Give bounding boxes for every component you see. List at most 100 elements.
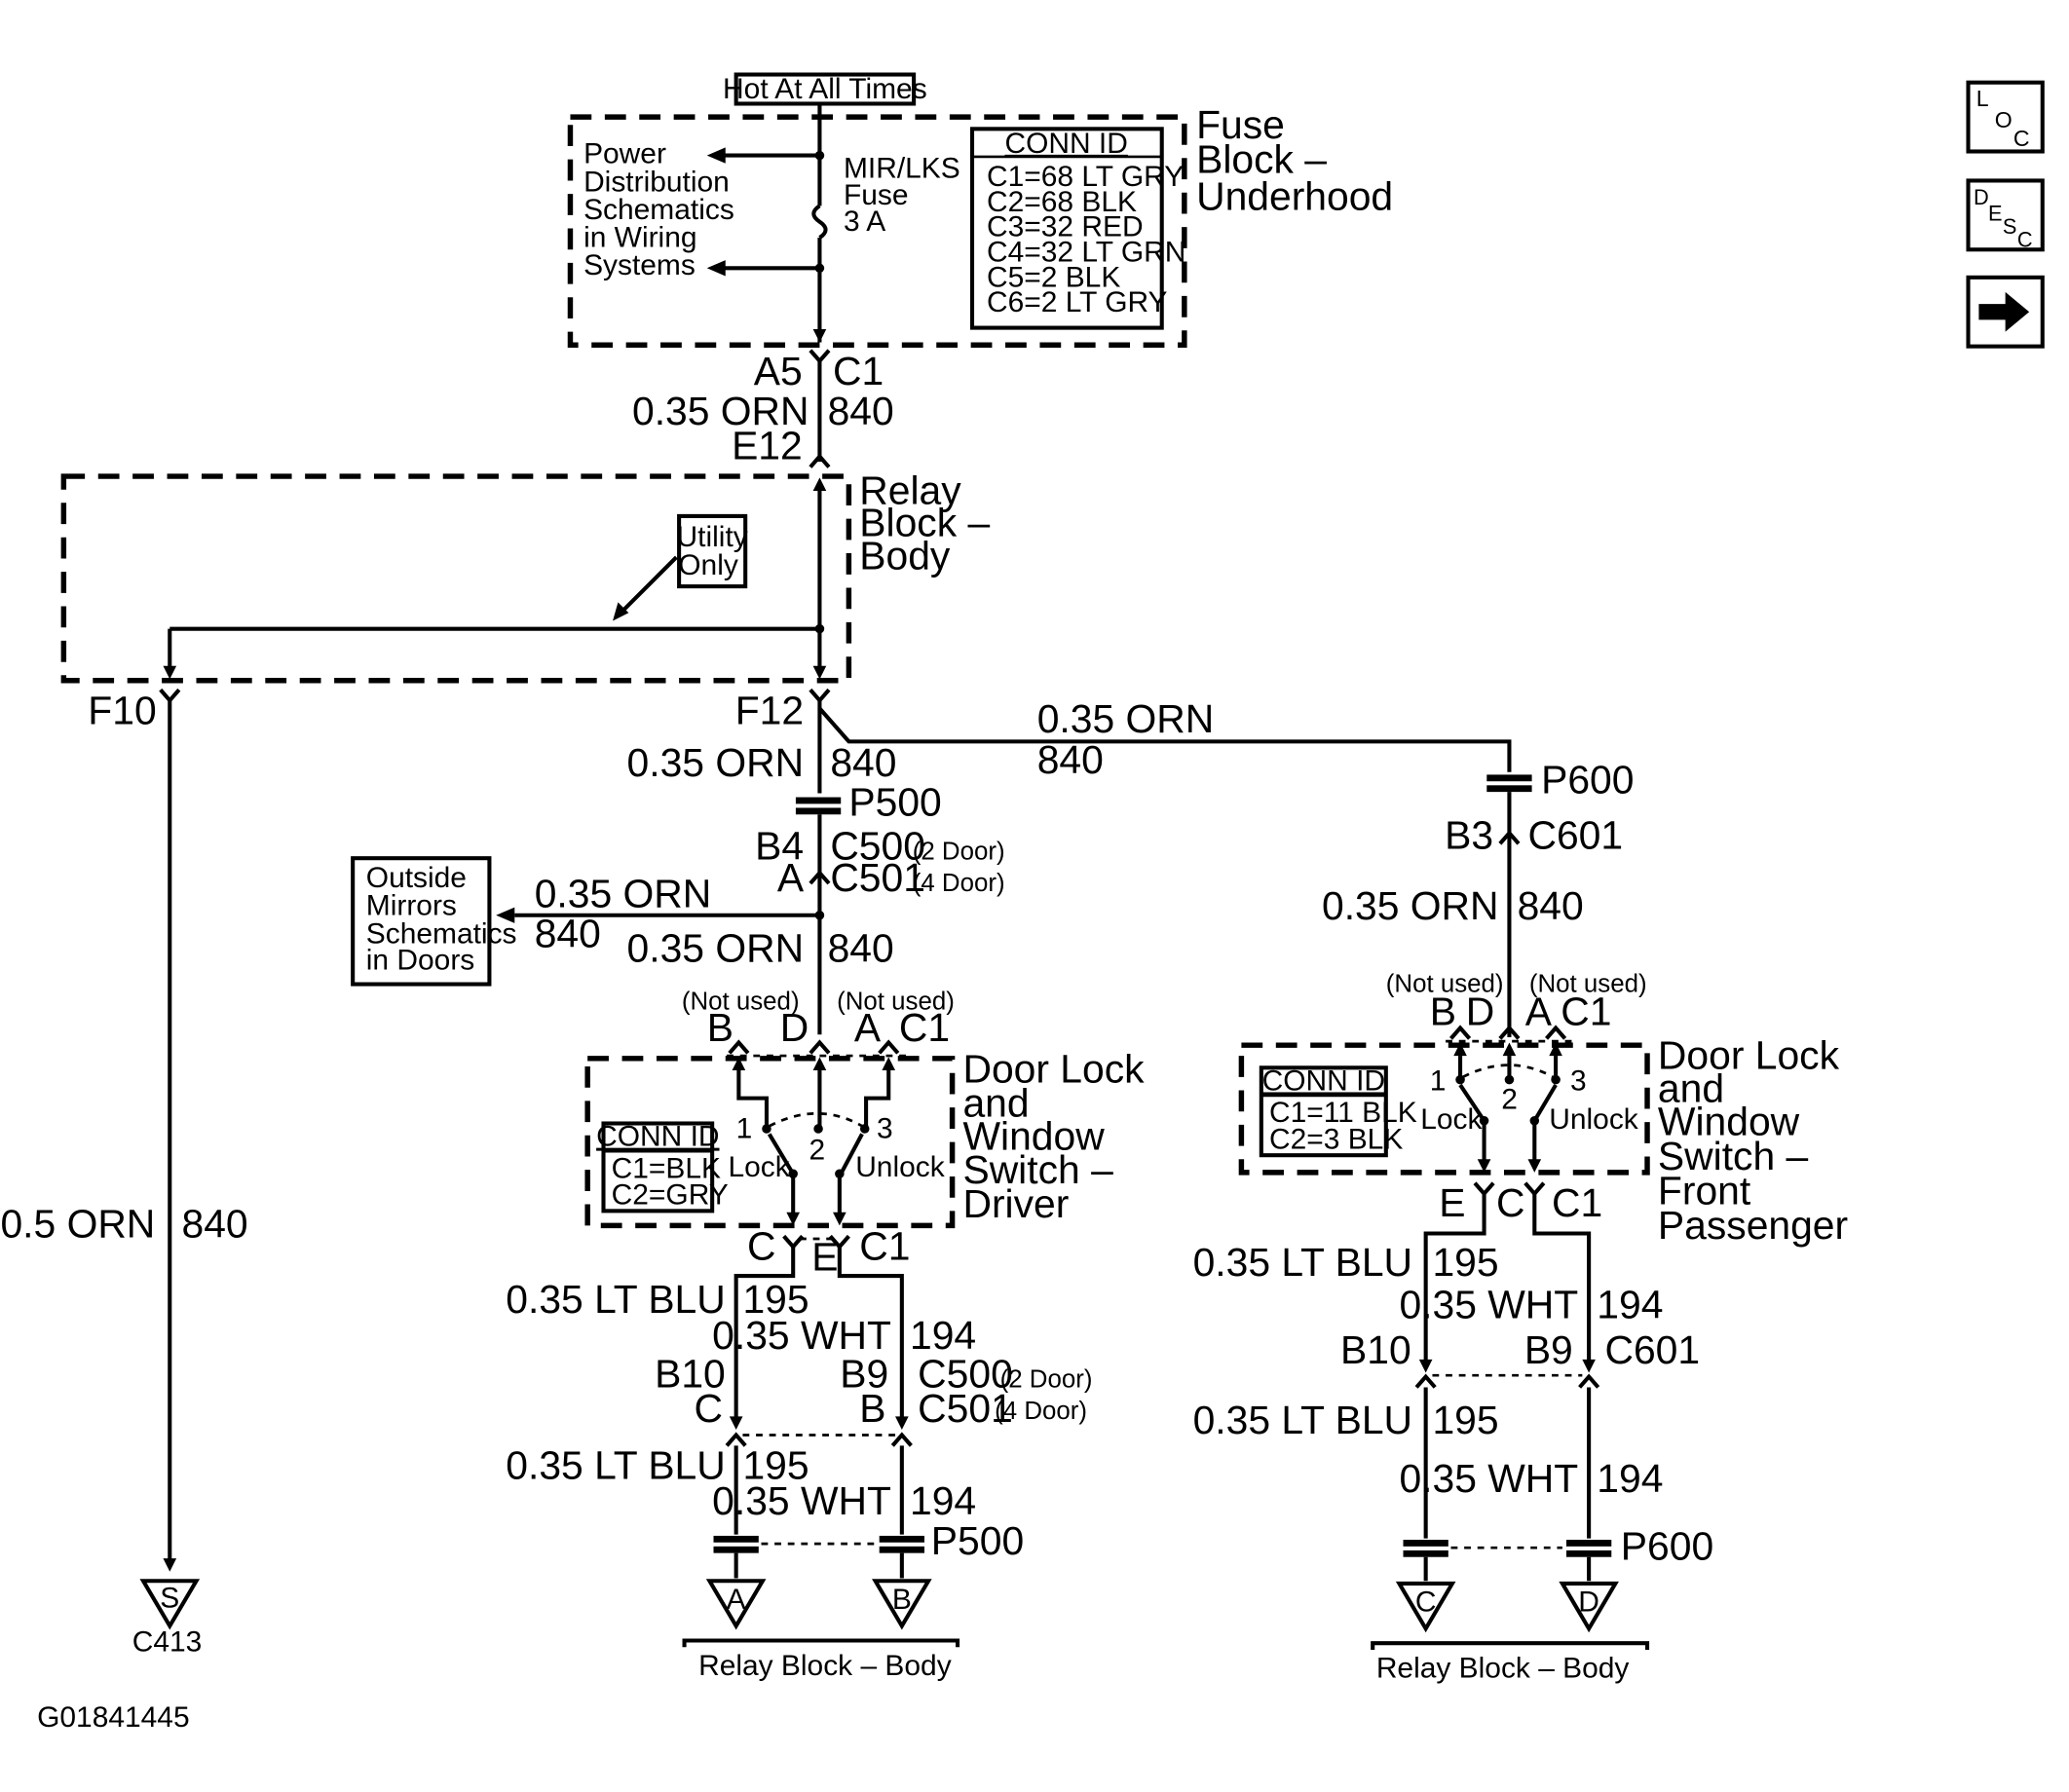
fuse-block-title-1: Fuse: [1196, 102, 1285, 147]
driver-conn-id-box: [601, 1121, 715, 1213]
driver-wire-wht-1: 0.35 WHT: [712, 1313, 891, 1358]
driver-switch-outline: [584, 1056, 956, 1229]
driver-contact-2: 2: [809, 1134, 826, 1166]
pass-circuit-195-2: 195: [1432, 1398, 1498, 1442]
pass-wire-ltblu-2: 0.35 LT BLU: [1193, 1398, 1412, 1442]
driver-wire-ltblu-1: 0.35 LT BLU: [506, 1277, 725, 1322]
connector-c-icon: [1395, 1581, 1456, 1633]
fuse-conn-id-box: [969, 127, 1164, 330]
fuse-rating: 3 A: [844, 205, 885, 238]
wire-label-orn-driver-2: 0.35 ORN: [627, 925, 805, 970]
wire-label-orn-pass: 0.35 ORN: [1322, 883, 1499, 928]
driver-conn-id-header: CONN ID: [596, 1121, 719, 1153]
pass-title-3: Window: [1658, 1100, 1800, 1144]
driver-pin-c: C: [695, 1386, 724, 1431]
pass-pin-c1: C1: [1561, 989, 1611, 1034]
pass-title-2: and: [1658, 1066, 1724, 1111]
passenger-door-lock-switch: (Not used) (Not used) B D A C1 Door Lock…: [1238, 971, 1848, 1248]
driver-bottom-pin-c: C: [747, 1224, 776, 1269]
driver-circuit-195-2: 195: [742, 1442, 809, 1487]
p600-label-bottom: P600: [1621, 1523, 1713, 1568]
fuse-block-title-3: Underhood: [1196, 173, 1393, 218]
desc-letter-e: E: [1988, 201, 2003, 225]
relay-body-label-pass: Relay Block – Body: [1376, 1653, 1630, 1685]
circuit-840-top: 840: [828, 389, 894, 433]
outside-mirrors-box: [351, 856, 492, 987]
connector-b-icon: [872, 1579, 932, 1630]
arrow-left-icon: [706, 260, 726, 277]
fuse-block-outline: [567, 114, 1187, 349]
next-page-button[interactable]: [1966, 275, 2045, 349]
connector-b-label: B: [892, 1584, 912, 1616]
c501-label-lower: C501: [918, 1386, 1013, 1431]
pin-c1-top: C1: [833, 349, 884, 393]
pass-wire-wht-2: 0.35 WHT: [1399, 1456, 1578, 1501]
pass-circuit-194-2: 194: [1597, 1456, 1663, 1501]
fuse-conn-c4: C4=32 LT GRN: [987, 237, 1185, 269]
circuit-840-right: 840: [1037, 737, 1104, 782]
arrow-left-icon: [496, 907, 515, 923]
driver-wire-wht-2: 0.35 WHT: [712, 1478, 891, 1523]
pin-f12: F12: [735, 689, 804, 733]
driver-circuit-195-1: 195: [742, 1277, 809, 1322]
connector-d-icon: [1559, 1581, 1619, 1633]
pass-pin-d: D: [1466, 989, 1495, 1034]
pin-a: A: [777, 855, 805, 900]
p500-inline-top: [795, 797, 842, 804]
relay-block-title-2: Block –: [859, 500, 990, 544]
pass-conn-id-box: [1259, 1065, 1388, 1158]
driver-conn-c1: C1=BLK: [612, 1152, 721, 1184]
pds-line-1: Power: [583, 138, 666, 170]
pass-contact-2: 2: [1501, 1084, 1518, 1116]
utility-only-line-2: Only: [678, 549, 738, 581]
mirrors-line-3: Schematics: [366, 917, 517, 950]
arrow-right-icon: [1978, 291, 2030, 332]
fuse-conn-c5: C5=2 BLK: [987, 261, 1120, 293]
driver-pin-d: D: [780, 1005, 809, 1050]
pin-a5: A5: [754, 349, 803, 393]
pass-bottom-pin-c1: C1: [1552, 1180, 1602, 1225]
description-button[interactable]: D E S C: [1966, 178, 2045, 252]
connector-d-label: D: [1578, 1587, 1599, 1619]
two-door-label-lower: (2 Door): [1000, 1365, 1093, 1393]
pass-conn-c2: C2=3 BLK: [1269, 1123, 1403, 1155]
pass-wire-wht-1: 0.35 WHT: [1399, 1283, 1578, 1327]
location-button[interactable]: L O C: [1966, 80, 2045, 154]
fuse-block-title-2: Block –: [1196, 136, 1327, 181]
c500-label-driver: C500: [830, 824, 925, 869]
driver-pin-b: B: [859, 1386, 885, 1431]
arrow-down-icon: [163, 665, 177, 680]
pin-f10: F10: [88, 689, 156, 733]
loc-letter-c: C: [2013, 126, 2030, 151]
utility-only-box: [677, 513, 748, 589]
pass-circuit-195-1: 195: [1432, 1240, 1498, 1285]
pass-pin-b10: B10: [1340, 1327, 1411, 1372]
driver-not-used-left: (Not used): [682, 988, 800, 1015]
arrow-down-icon: [812, 328, 827, 343]
circuit-840-left: 840: [182, 1202, 248, 1247]
wire-label-05-orn: 0.5 ORN: [0, 1202, 155, 1247]
splice-s-label: S: [160, 1582, 179, 1614]
arrow-down-icon: [812, 665, 827, 680]
driver-conn-c2: C2=GRY: [612, 1179, 729, 1212]
pds-line-4: in Wiring: [583, 222, 696, 254]
circuit-840-driver-1: 840: [830, 740, 896, 785]
driver-title-3: Window: [962, 1114, 1105, 1159]
figure-id: G01841445: [37, 1701, 190, 1734]
relay-body-label-driver: Relay Block – Body: [698, 1650, 952, 1682]
mirrors-line-1: Outside: [366, 862, 467, 894]
driver-title-5: Driver: [962, 1181, 1069, 1226]
relay-block-title-1: Relay: [859, 468, 961, 513]
fuse-label: Fuse: [844, 179, 909, 211]
hot-at-all-times-label: Hot At All Times: [723, 73, 927, 105]
wire-label-orn-top: 0.35 ORN: [632, 389, 809, 433]
pass-pin-b: B: [1430, 989, 1456, 1034]
pass-pin-a: A: [1525, 989, 1553, 1034]
fuse-conn-id-header: CONN ID: [1004, 128, 1127, 160]
desc-letter-d: D: [1974, 185, 1989, 209]
connector-a-label: A: [727, 1584, 746, 1616]
pass-lock-label: Lock: [1420, 1103, 1483, 1136]
fuse-block-underhood: Hot At All Times Fuse Block – Underhood …: [567, 72, 1393, 349]
driver-feed: P500 B4 C500 (2 Door) A C501 (4 Door) 0.…: [351, 780, 1005, 1035]
hot-at-all-times-box: [734, 72, 917, 106]
